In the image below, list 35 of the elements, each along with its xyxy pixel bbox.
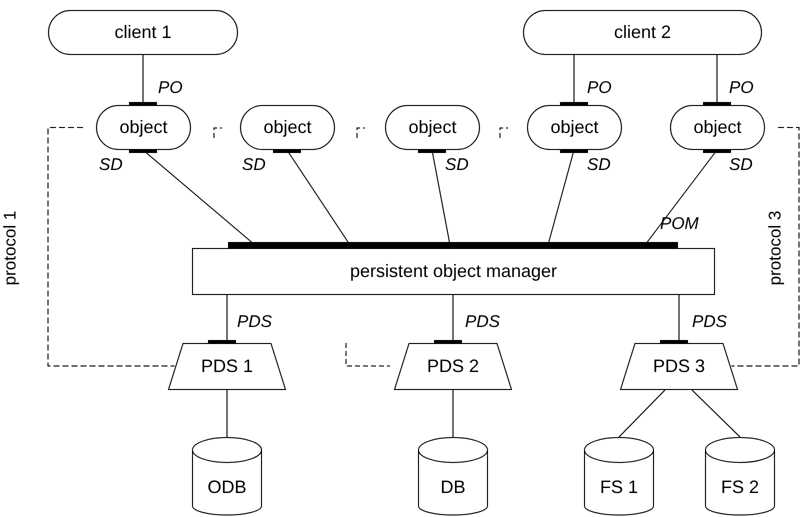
interface-label: PDS — [692, 312, 727, 332]
node-label: object — [262, 117, 313, 138]
interface-label: SD — [587, 155, 611, 175]
node-label: object — [692, 117, 743, 138]
interface-label: PO — [587, 78, 612, 98]
connector-line — [452, 390, 454, 438]
node-label: persistent object manager — [348, 261, 558, 282]
node-label: PDS 2 — [426, 356, 480, 377]
node-label: PDS 3 — [652, 356, 706, 377]
node-label: object — [407, 117, 458, 138]
interface-label: SD — [242, 155, 266, 175]
interface-label: SD — [729, 155, 753, 175]
interface-label: PO — [729, 78, 754, 98]
interface-label: SD — [99, 155, 123, 175]
edge-label: protocol 3 — [765, 210, 786, 286]
node-label: object — [118, 117, 169, 138]
dashed-connector — [730, 127, 800, 366]
node-label: FS 2 — [720, 477, 760, 498]
node-label: DB — [439, 477, 466, 498]
node-label: object — [549, 117, 600, 138]
interface-label: POM — [660, 214, 699, 234]
node-label: client 2 — [612, 22, 672, 43]
node-label: FS 1 — [598, 477, 639, 498]
connector-line — [226, 390, 228, 438]
connector-line — [618, 390, 666, 438]
interface-label: SD — [445, 155, 469, 175]
node-label: client 1 — [113, 22, 173, 43]
connector-line — [692, 390, 740, 438]
edge-label: protocol 1 — [0, 210, 20, 286]
interface-label: PDS — [465, 312, 500, 332]
interface-label: PO — [158, 78, 183, 98]
dashed-connector — [48, 127, 176, 366]
node-label: PDS 1 — [200, 356, 254, 377]
node-label: ODB — [206, 477, 248, 498]
interface-label: PDS — [237, 312, 272, 332]
